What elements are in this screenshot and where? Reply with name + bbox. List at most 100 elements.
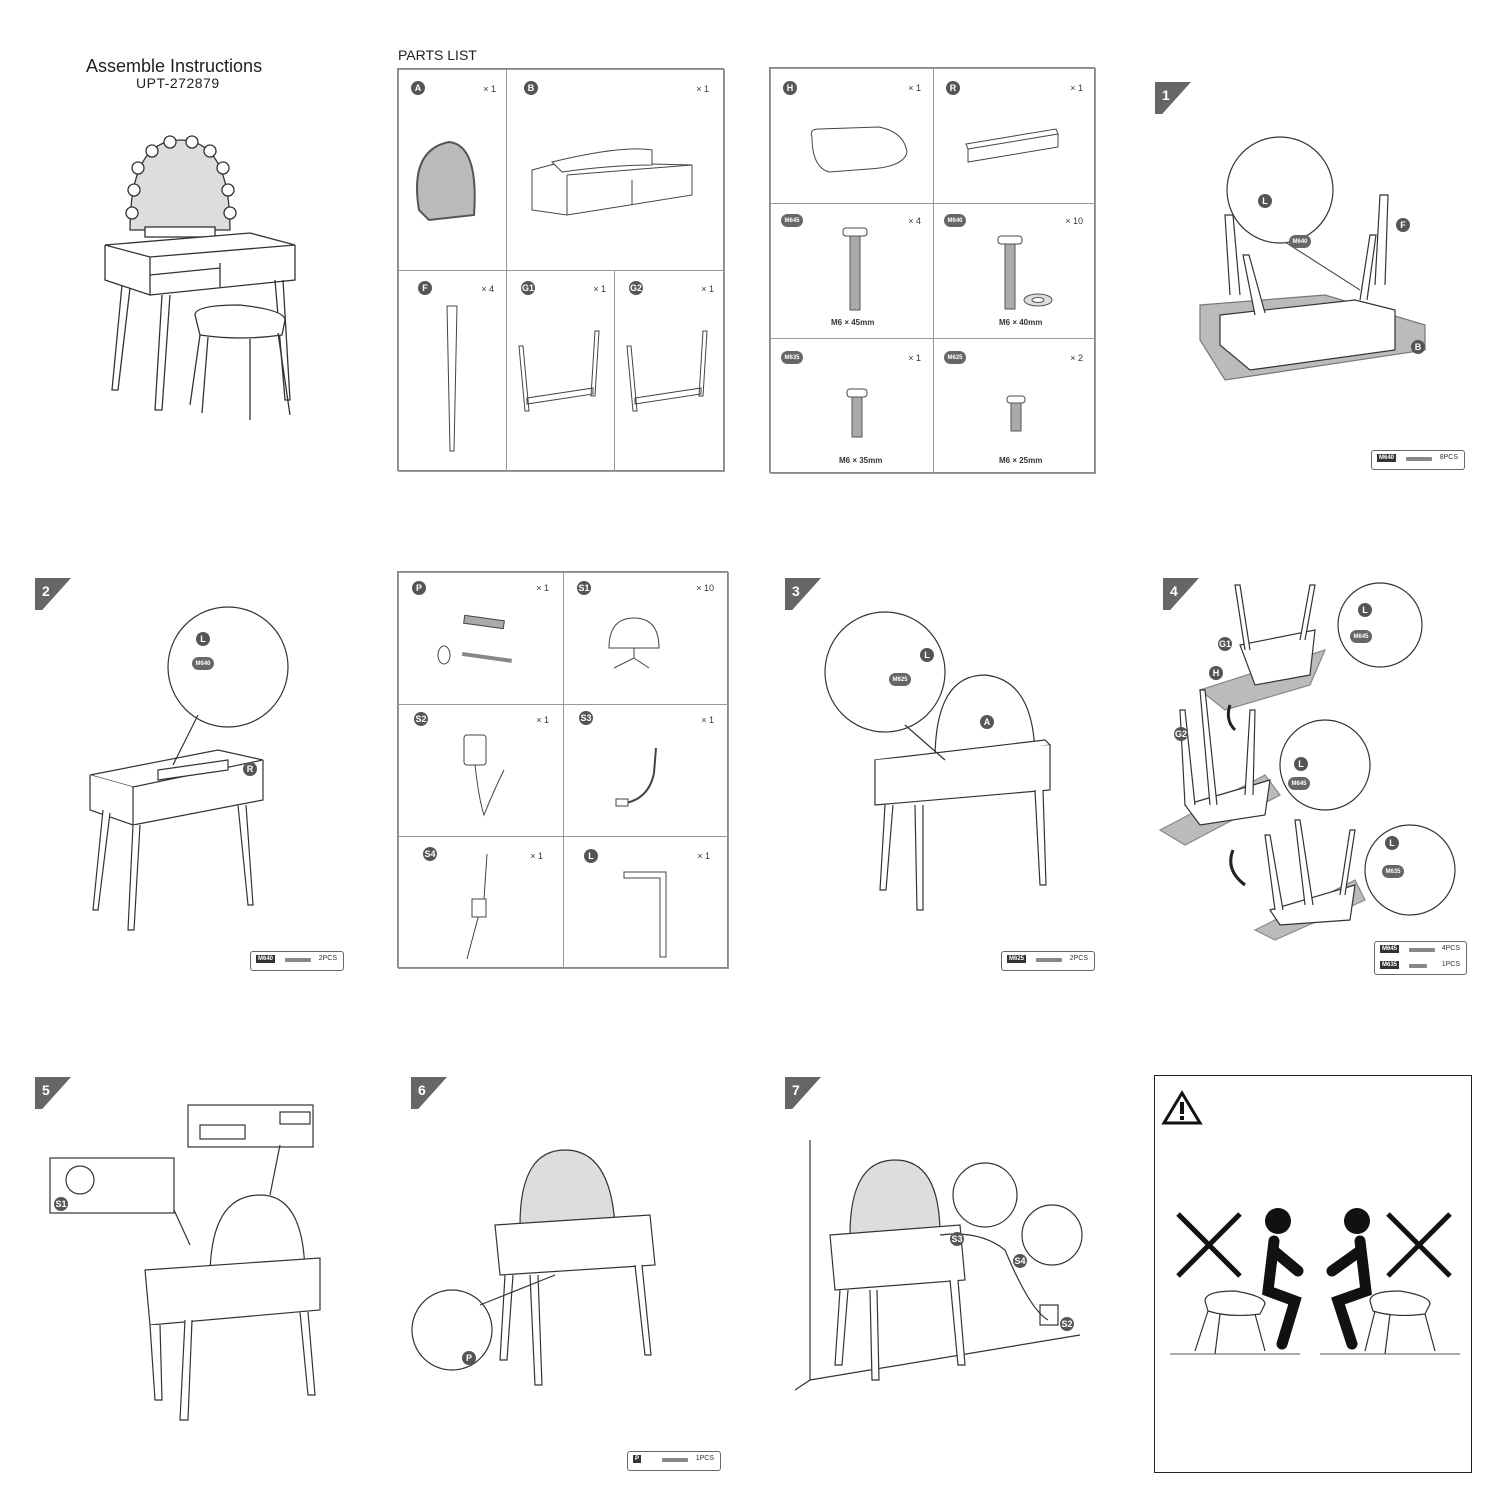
- part-qty: × 1: [483, 84, 496, 94]
- callout-label: L: [1294, 757, 1308, 771]
- screw-with-washer-icon: [997, 235, 1053, 310]
- step-number: 5: [42, 1082, 50, 1098]
- vanity-overview-illustration: [104, 135, 296, 420]
- hardware-code: M635: [1380, 961, 1400, 969]
- hardware-count: 1PCS: [695, 1455, 714, 1462]
- callout-label: G1: [1218, 637, 1232, 651]
- part-label: F: [418, 281, 432, 295]
- callout-label: S2: [1060, 1317, 1074, 1331]
- part-label: S3: [579, 711, 593, 725]
- part-cell-b: B × 1: [506, 69, 725, 271]
- seat-cushion-illustration: [810, 126, 908, 173]
- mirror-illustration: [416, 140, 476, 222]
- parts-grid-3: P × 1 S1 × 10 S2 × 1 S3 × 1 S4 × 1 L × 1: [397, 571, 729, 969]
- part-cell-g1: G1 × 1: [506, 270, 615, 472]
- callout-label: A: [980, 715, 994, 729]
- part-label: P: [412, 581, 426, 595]
- screw-icon: [1006, 395, 1026, 432]
- leg-frame-illustration: [518, 330, 600, 412]
- screw-icon: [285, 958, 311, 962]
- screw-icon: [1409, 964, 1427, 968]
- callout-label: F: [1396, 218, 1410, 232]
- part-cell-p: P × 1: [398, 572, 564, 705]
- leg-illustration: [446, 305, 458, 452]
- part-qty: × 1: [908, 353, 921, 363]
- callout-label: M635: [1382, 865, 1404, 878]
- step-1-illustration: [1199, 136, 1426, 381]
- step-number: 4: [1170, 583, 1178, 599]
- light-bulb-icon: [608, 617, 660, 669]
- screw-icon: [1406, 457, 1432, 461]
- screw-spec: M6 × 40mm: [999, 318, 1043, 327]
- hardware-code: M625: [1007, 955, 1027, 963]
- part-label: M645: [781, 214, 803, 227]
- part-cell-m645: M645 × 4 M6 × 45mm: [770, 203, 934, 339]
- part-cell-m640: M640 × 10 M6 × 40mm: [933, 203, 1096, 339]
- step-5-illustration: [49, 1104, 321, 1421]
- callout-label: L: [1258, 194, 1272, 208]
- hardware-count: 2PCS: [318, 955, 337, 962]
- callout-label: L: [196, 632, 210, 646]
- part-label: L: [584, 849, 598, 863]
- callout-label: S4: [1013, 1254, 1027, 1268]
- parts-grid-1: A × 1 B × 1 F × 4 G1 × 1 G2 × 1: [397, 68, 725, 472]
- screw-spec: M6 × 25mm: [999, 456, 1043, 465]
- part-cell-s3: S3 × 1: [563, 704, 729, 837]
- part-qty: × 10: [696, 583, 714, 593]
- part-label: B: [524, 81, 538, 95]
- parts-list-heading: PARTS LIST: [398, 47, 477, 63]
- screw-spec: M6 × 45mm: [831, 318, 875, 327]
- step-2-illustration: [89, 606, 289, 931]
- callout-label: M640: [192, 657, 214, 670]
- part-cell-s4: S4 × 1: [398, 836, 564, 969]
- cable-connector-icon: [615, 747, 657, 807]
- part-qty: × 1: [908, 83, 921, 93]
- hardware-count: 2PCS: [1069, 955, 1088, 962]
- rail-illustration: [965, 128, 1059, 163]
- part-cell-g2: G2 × 1: [614, 270, 725, 472]
- callout-label: L: [1358, 603, 1372, 617]
- step-6-tag: 6: [411, 1077, 447, 1109]
- hardware-code: M640: [256, 955, 276, 963]
- hardware-code: M640: [1377, 454, 1397, 462]
- part-label: A: [411, 81, 425, 95]
- callout-label: R: [243, 762, 257, 776]
- callout-label: B: [1411, 340, 1425, 354]
- part-cell-m625: M625 × 2 M6 × 25mm: [933, 338, 1096, 474]
- step-2-hardware: M640 2PCS: [250, 951, 344, 971]
- part-qty: × 1: [593, 284, 606, 294]
- hardware-count: 1PCS: [1441, 961, 1460, 968]
- part-label: S2: [414, 712, 428, 726]
- model-number: UPT-272879: [136, 75, 220, 91]
- step-number: 2: [42, 583, 50, 599]
- step-number: 6: [418, 1082, 426, 1098]
- step-6-illustration: [411, 1149, 656, 1386]
- switch-cable-icon: [466, 853, 488, 960]
- part-qty: × 1: [697, 851, 710, 861]
- screw-icon: [1409, 948, 1435, 952]
- screw-spec: M6 × 35mm: [839, 456, 883, 465]
- hardware-code: P: [633, 1455, 642, 1463]
- part-label: S4: [423, 847, 437, 861]
- part-label: H: [783, 81, 797, 95]
- part-cell-l: L × 1: [563, 836, 729, 969]
- part-qty: × 1: [701, 284, 714, 294]
- step-3-illustration: [824, 611, 1052, 911]
- part-qty: × 2: [1070, 353, 1083, 363]
- part-cell-f: F × 4: [398, 270, 507, 472]
- callout-label: M645: [1350, 630, 1372, 643]
- part-qty: × 1: [536, 583, 549, 593]
- step-number: 1: [1162, 87, 1170, 103]
- part-qty: × 1: [530, 851, 543, 861]
- part-cell-s1: S1 × 10: [563, 572, 729, 705]
- part-cell-s2: S2 × 1: [398, 704, 564, 837]
- anchor-screw-icon: [662, 1458, 688, 1462]
- step-7-tag: 7: [785, 1077, 821, 1109]
- callout-label: L: [920, 648, 934, 662]
- power-adapter-icon: [463, 734, 505, 817]
- part-qty: × 1: [696, 84, 709, 94]
- step-number: 3: [792, 583, 800, 599]
- screw-icon: [1036, 958, 1062, 962]
